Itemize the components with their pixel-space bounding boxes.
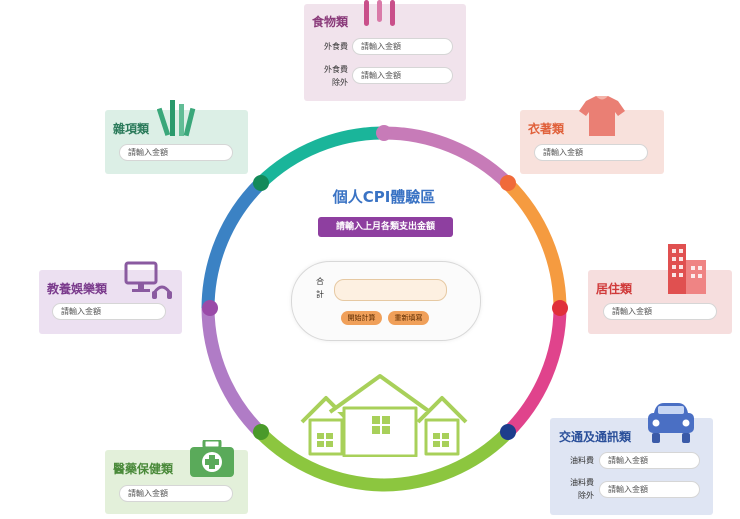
ring-node-education xyxy=(202,300,218,316)
cosmetics-brush-icon xyxy=(157,100,196,137)
food-dining-out-input[interactable] xyxy=(352,38,453,55)
transport-title: 交通及通訊類 xyxy=(559,430,632,444)
houses-icon xyxy=(300,374,468,457)
ring-node-housing xyxy=(552,300,568,316)
reset-button[interactable]: 重新填寫 xyxy=(388,311,429,325)
first-aid-kit-icon xyxy=(190,440,234,477)
total-panel xyxy=(291,261,481,341)
food-field1-label: 外食費 xyxy=(324,42,348,51)
transport-other-input[interactable] xyxy=(599,481,700,498)
clothing-input[interactable] xyxy=(534,144,648,161)
education-card xyxy=(39,270,182,334)
fork-knife-icon xyxy=(364,0,395,26)
ring-node-food xyxy=(376,125,392,141)
building-icon xyxy=(668,244,706,294)
transport-fuel-input[interactable] xyxy=(599,452,700,469)
misc-title: 雜項類 xyxy=(113,122,150,136)
car-icon xyxy=(648,403,694,443)
computer-headset-icon xyxy=(124,261,172,299)
ring-node-clothing xyxy=(500,175,516,191)
transport-field2-label: 油料費 除外 xyxy=(570,478,594,500)
clothing-title: 衣著類 xyxy=(528,122,565,136)
medical-title: 醫藥保健類 xyxy=(113,462,174,476)
transport-field1-label: 油料費 xyxy=(570,456,594,465)
instruction-banner: 請輸入上月各類支出金額 xyxy=(318,217,453,237)
education-input[interactable] xyxy=(52,303,166,320)
housing-input[interactable] xyxy=(603,303,717,320)
housing-card xyxy=(588,270,732,334)
ring-node-medical xyxy=(253,424,269,440)
total-output[interactable] xyxy=(334,279,447,301)
food-other-input[interactable] xyxy=(352,67,453,84)
food-title: 食物類 xyxy=(312,15,349,29)
shirt-icon xyxy=(579,96,625,136)
misc-card xyxy=(105,110,248,174)
ring-node-misc xyxy=(253,175,269,191)
food-field2-label: 外食費 除外 xyxy=(324,65,348,87)
education-title: 教養娛樂類 xyxy=(47,282,108,296)
total-label: 合 計 xyxy=(316,277,324,299)
misc-input[interactable] xyxy=(119,144,233,161)
medical-input[interactable] xyxy=(119,485,233,502)
housing-title: 居住類 xyxy=(596,282,633,296)
calculate-button[interactable]: 開始計算 xyxy=(341,311,382,325)
ring-node-transport xyxy=(500,424,516,440)
page-title: 個人CPI體驗區 xyxy=(332,188,436,206)
